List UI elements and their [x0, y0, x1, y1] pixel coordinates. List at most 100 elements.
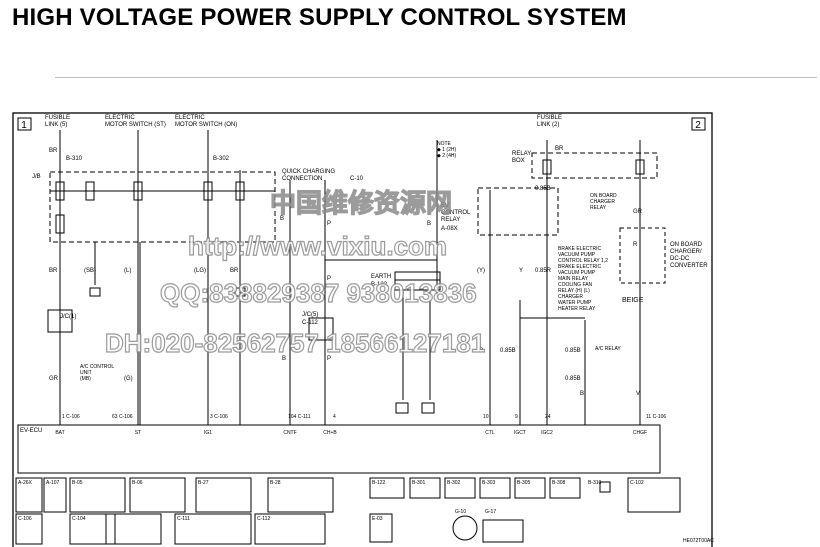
fusible-link-5-line2: LINK (5): [45, 122, 67, 128]
ev-relay-line1: EV: [441, 203, 449, 209]
ecu-pin: IGC2: [541, 430, 553, 436]
connector-table: A-26X A-107 B-05 B-06 B-27 B-28 B-122 B-…: [18, 480, 644, 522]
connector-label: G-17: [485, 509, 496, 515]
ecu-conn: 11 C-106: [646, 414, 666, 420]
connector-label: B-27: [198, 480, 209, 486]
wire-color: B: [427, 221, 431, 227]
diagram-code: HE072T00AC: [683, 538, 714, 544]
wire-color: B: [282, 356, 286, 362]
watermark-line1: 中国维修资源网: [270, 188, 452, 218]
ecu-pin: CH+B: [323, 430, 337, 436]
ecu-conn: 3 C-106: [210, 414, 228, 420]
ecu-pin: ST: [135, 430, 141, 436]
page-marker-1: 1: [21, 120, 27, 131]
relay-list-item: BRAKE ELECTRIC: [558, 264, 601, 270]
ecu-pin: CNTF: [283, 430, 296, 436]
wire-color: R: [633, 242, 638, 248]
ecu-conn: 1 C-106: [62, 414, 80, 420]
connector-label: A-107: [46, 480, 60, 486]
jc1-label: J/C(1): [60, 314, 76, 320]
connector-label: C-102: [630, 480, 644, 486]
connector-label: A-26X: [18, 480, 33, 486]
relay-list-item: CHARGER: [558, 294, 583, 300]
fusible-link-2-line2: LINK (2): [537, 122, 559, 128]
connector-label: B-308: [552, 480, 566, 486]
relay-list-item: VACUUM PUMP: [558, 270, 596, 276]
connector-label: E-03: [372, 516, 383, 522]
wire-color: 0.85B: [565, 376, 581, 382]
connector-b302: B-302: [213, 156, 230, 162]
ecu-pin: BAT: [55, 430, 64, 436]
wire-color: BR: [49, 268, 58, 274]
connector-label: C-112: [257, 516, 270, 522]
wire-color: BR: [555, 146, 564, 152]
wire-color: 0.85R: [535, 268, 552, 274]
ecu-conn: 104 C-111: [288, 414, 311, 420]
ecu-conn: 10: [483, 414, 489, 420]
onboard-line4: CONVERTER: [670, 263, 708, 269]
connector-label: B-05: [72, 480, 83, 486]
ecu-conn: 4: [333, 414, 336, 420]
ac-control-line3: (MB): [80, 376, 91, 382]
relay-box-line1: RELAY: [512, 151, 531, 157]
connector-label: B-301: [412, 480, 426, 486]
wire-color: (LG): [194, 268, 206, 274]
relay-list-item: WATER PUMP: [558, 300, 592, 306]
note-line2: ◆ 1 (2H): [437, 147, 456, 153]
beige-label: BEIGE: [622, 297, 644, 304]
wire-color: GR: [633, 209, 643, 215]
relay-list-item: BRAKE ELECTRIC: [558, 246, 601, 252]
wire-color: BR: [49, 148, 58, 154]
relay-list-item: RELAY (H) (L): [558, 288, 590, 294]
wire-color: GR: [49, 376, 59, 382]
wire-colors: BR BR (SB) (L) (LG) BR B GR (G) P P B (Y…: [49, 146, 643, 397]
quick-charging-connector: C-10: [350, 176, 364, 182]
wire-color: P: [327, 356, 331, 362]
ecu-pin: CHGF: [633, 430, 647, 436]
ev-relay-line3: RELAY: [441, 217, 460, 223]
ac-relay-label: A/C RELAY: [595, 346, 621, 352]
relay-list-item: CONTROL RELAY 1,2: [558, 258, 608, 264]
connector-b310: B-310: [66, 156, 83, 162]
page-title: HIGH VOLTAGE POWER SUPPLY CONTROL SYSTEM: [12, 4, 627, 31]
relay-list-item: COOLING FAN: [558, 282, 593, 288]
wire-color: 0.85B: [500, 348, 516, 354]
earth-label: EARTH: [371, 274, 391, 280]
jc5-label: J/C(5): [302, 312, 318, 318]
connector-label: C-106: [18, 516, 32, 522]
connector-label: B-122: [372, 480, 386, 486]
ecu-pin: CTL: [485, 430, 495, 436]
wire-color: 0.85B: [565, 348, 581, 354]
onboard-line1: ON BOARD: [670, 242, 703, 248]
wire-color: (G): [124, 376, 133, 382]
relay-list-item: HEATER RELAY: [558, 306, 596, 312]
wire-color: Y: [519, 268, 523, 274]
ev-relay-connector: A-08X: [441, 226, 458, 232]
charger-relay-line3: RELAY: [590, 205, 607, 211]
ev-relay-line2: CONTROL: [441, 210, 471, 216]
title-divider: [55, 77, 817, 78]
ecu-pin: IG1: [204, 430, 212, 436]
relay-list-item: VACUUM PUMP: [558, 252, 596, 258]
jb-label: J/B: [32, 174, 41, 180]
wire-color: (SB): [84, 268, 96, 274]
ecu-connectors: 1 C-106 63 C-106 3 C-106 104 C-111 4 10 …: [62, 414, 666, 420]
charger-relay-line1: ON BOARD: [590, 193, 617, 199]
note-line3: ◆ 2 (4H): [437, 153, 456, 159]
connector-label: B-310: [588, 480, 602, 486]
connector-label: B-305: [517, 480, 531, 486]
connector-label: B-302: [447, 480, 461, 486]
note-line1: NOTE: [437, 141, 452, 147]
connector-label: G-10: [455, 509, 466, 515]
motor-switch-st-line2: MOTOR SWITCH (ST): [105, 122, 166, 128]
wire-color: BR: [230, 268, 239, 274]
watermark-line2: http://www.vixiu.com: [188, 231, 447, 261]
wire-color: B: [580, 391, 584, 397]
earth-connector: B-122: [371, 282, 388, 288]
connector-label: B-06: [132, 480, 143, 486]
watermark: 中国维修资源网 http://www.vixiu.com QQ:83882938…: [104, 187, 485, 358]
wire-color: P: [327, 276, 331, 282]
ecu-conn: 9: [515, 414, 518, 420]
